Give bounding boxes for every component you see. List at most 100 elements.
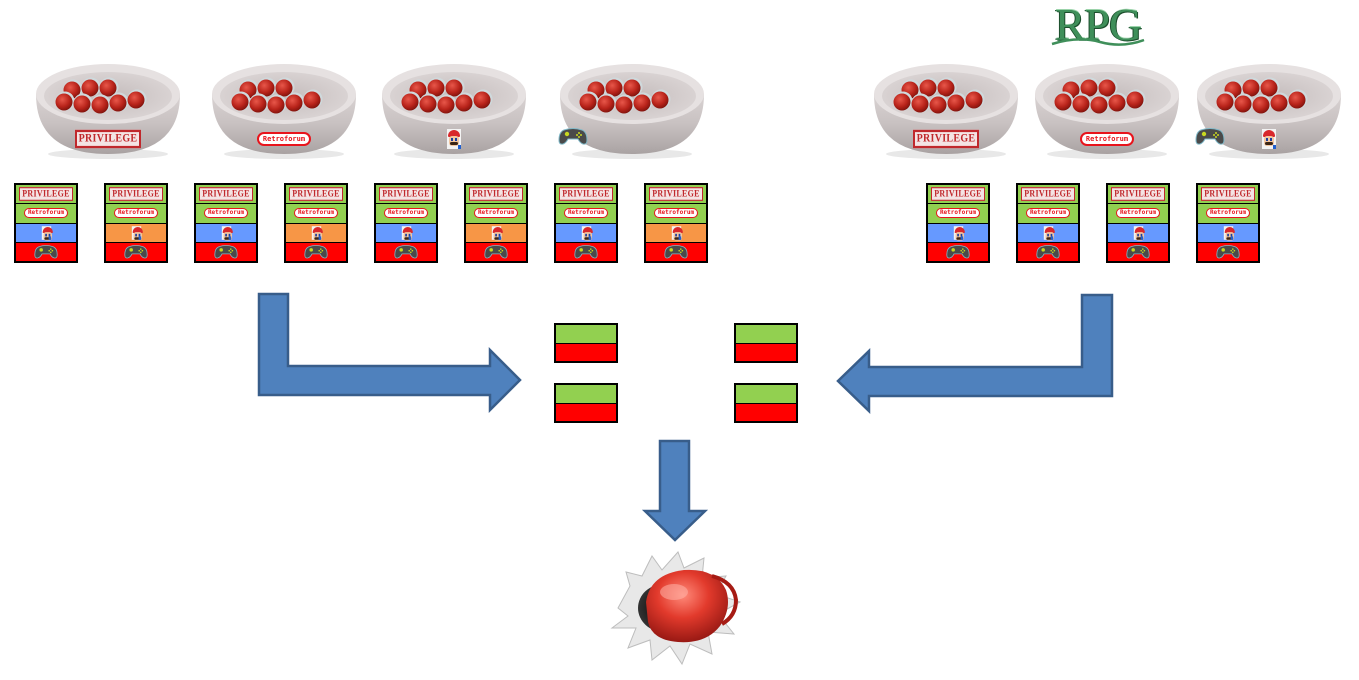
card-row-gamepad (466, 242, 526, 261)
bowl-label (558, 126, 706, 152)
card-row-privilege: PRIVILEGE (466, 185, 526, 204)
privilege-badge: PRIVILEGE (559, 187, 613, 202)
retroforum-badge: Retroforum (653, 208, 699, 219)
gamepad-icon (1036, 245, 1060, 259)
card-row-mario (376, 223, 436, 242)
gamepad-icon (946, 245, 970, 259)
retroforum-badge: Retroforum (293, 208, 339, 219)
result-red-half (736, 403, 796, 421)
combination-card: PRIVILEGE Retroforum (926, 183, 990, 263)
bowl-label (380, 126, 528, 152)
combination-card: PRIVILEGE Retroforum (284, 183, 348, 263)
bowl-retroforum: Retroforum (210, 60, 358, 160)
privilege-badge: PRIVILEGE (199, 187, 253, 202)
gamepad-icon (394, 245, 418, 259)
card-row-privilege: PRIVILEGE (376, 185, 436, 204)
card-row-retroforum: Retroforum (106, 204, 166, 223)
gamepad-icon (214, 245, 238, 259)
mario-icon (491, 225, 503, 241)
card-row-mario (286, 223, 346, 242)
boxing-glove-icon (610, 551, 742, 666)
card-row-gamepad (1108, 242, 1168, 261)
card-row-gamepad (1018, 242, 1078, 261)
card-row-gamepad (556, 242, 616, 261)
card-row-privilege: PRIVILEGE (1018, 185, 1078, 204)
gamepad-icon (1195, 128, 1225, 145)
card-row-gamepad (286, 242, 346, 261)
retroforum-badge: Retroforum (383, 208, 429, 219)
card-row-mario (646, 223, 706, 242)
combination-card: PRIVILEGE Retroforum (104, 183, 168, 263)
bowl-mario (380, 60, 528, 160)
card-row-gamepad (376, 242, 436, 261)
mario-icon (1223, 225, 1235, 241)
result-green-half (556, 325, 616, 343)
bowl-label: Retroforum (1033, 126, 1181, 152)
mario-icon (1262, 129, 1276, 149)
card-row-mario (928, 223, 988, 242)
card-row-privilege: PRIVILEGE (106, 185, 166, 204)
card-row-retroforum: Retroforum (1108, 204, 1168, 223)
privilege-badge: PRIVILEGE (1111, 187, 1165, 202)
result-green-half (736, 325, 796, 343)
privilege-badge: PRIVILEGE (19, 187, 73, 202)
privilege-badge: PRIVILEGE (931, 187, 985, 202)
retroforum-badge: Retroforum (113, 208, 159, 219)
gamepad-icon (484, 245, 508, 259)
card-row-gamepad (1198, 242, 1258, 261)
bowl-privilege: PRIVILEGE (34, 60, 182, 160)
combination-card: PRIVILEGE Retroforum (1106, 183, 1170, 263)
gamepad-icon (574, 245, 598, 259)
bowl-mario-gamepad (1195, 60, 1343, 160)
privilege-badge: PRIVILEGE (379, 187, 433, 202)
retroforum-badge: Retroforum (203, 208, 249, 219)
retroforum-badge: Retroforum (23, 208, 69, 219)
card-row-privilege: PRIVILEGE (286, 185, 346, 204)
privilege-badge: PRIVILEGE (912, 129, 980, 149)
result-green-half (556, 385, 616, 403)
result-green-half (736, 385, 796, 403)
gamepad-icon (304, 245, 328, 259)
privilege-badge: PRIVILEGE (109, 187, 163, 202)
card-row-retroforum: Retroforum (1198, 204, 1258, 223)
card-row-privilege: PRIVILEGE (196, 185, 256, 204)
result-card-left (554, 383, 618, 423)
card-row-privilege: PRIVILEGE (928, 185, 988, 204)
result-red-half (556, 403, 616, 421)
gamepad-icon (1216, 245, 1240, 259)
card-row-privilege: PRIVILEGE (1198, 185, 1258, 204)
card-row-gamepad (196, 242, 256, 261)
card-row-retroforum: Retroforum (16, 204, 76, 223)
mario-icon (1043, 225, 1055, 241)
combination-card: PRIVILEGE Retroforum (464, 183, 528, 263)
bowl-label: PRIVILEGE (872, 126, 1020, 152)
card-row-mario (556, 223, 616, 242)
mario-icon (401, 225, 413, 241)
card-row-mario (196, 223, 256, 242)
rpg-swash-icon (1051, 38, 1145, 46)
card-row-retroforum: Retroforum (466, 204, 526, 223)
mario-icon (953, 225, 965, 241)
result-card-right (734, 323, 798, 363)
retroforum-badge: Retroforum (1079, 132, 1135, 146)
retroforum-badge: Retroforum (935, 208, 981, 219)
retroforum-badge: Retroforum (473, 208, 519, 219)
card-row-mario (1198, 223, 1258, 242)
combination-card: PRIVILEGE Retroforum (14, 183, 78, 263)
gamepad-icon (558, 128, 588, 145)
mario-icon (131, 225, 143, 241)
right-elbow-arrow (836, 293, 1114, 414)
mario-icon (41, 225, 53, 241)
privilege-badge: PRIVILEGE (289, 187, 343, 202)
result-red-half (736, 343, 796, 361)
card-row-retroforum: Retroforum (928, 204, 988, 223)
down-arrow (641, 439, 709, 542)
bowl-privilege: PRIVILEGE (872, 60, 1020, 160)
mario-icon (671, 225, 683, 241)
gamepad-icon (1126, 245, 1150, 259)
